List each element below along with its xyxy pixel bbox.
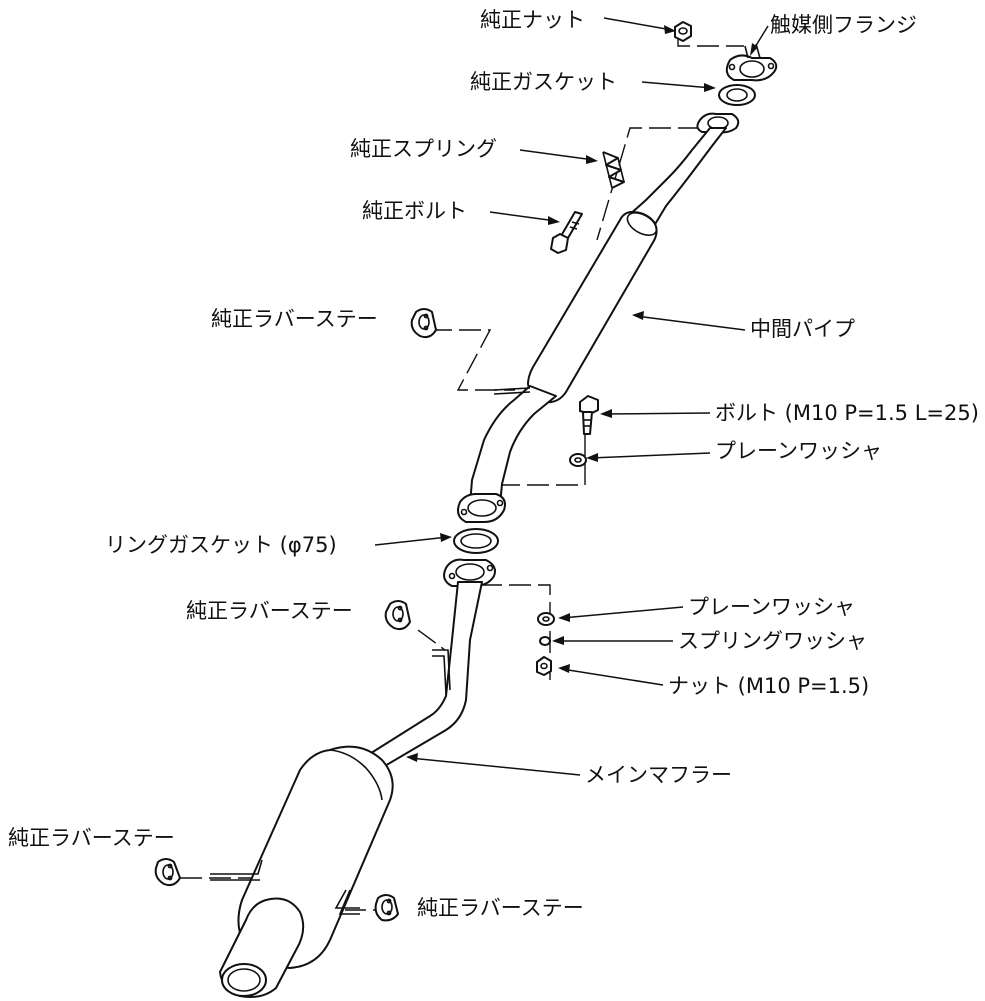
label-bolt-m10: ボルト (M10 P=1.5 L=25): [715, 401, 979, 425]
main-muffler: [210, 558, 496, 998]
catalyst-side-flange: [725, 43, 778, 82]
stock-bolt: [550, 211, 583, 254]
label-plain-washer-1: プレーンワッシャ: [715, 439, 882, 463]
stock-gasket: [718, 84, 756, 106]
label-rubber-stay-4: 純正ラバーステー: [417, 896, 584, 920]
plain-washer-2: [537, 612, 555, 626]
label-stock-bolt: 純正ボルト: [362, 199, 467, 223]
stock-nut: [674, 21, 692, 42]
rubber-stay-3: [154, 858, 181, 887]
label-ring-gasket: リングガスケット (φ75): [105, 533, 337, 557]
rubber-stay-2: [384, 600, 411, 631]
label-stock-gasket: 純正ガスケット: [470, 70, 617, 94]
plain-washer-1: [569, 453, 587, 467]
rubber-stay-1: [410, 308, 437, 339]
leader-lines: [374, 17, 769, 776]
label-spring-washer: スプリングワッシャ: [678, 629, 867, 653]
label-rubber-stay-3: 純正ラバーステー: [8, 826, 175, 850]
bolt-m10: [579, 395, 599, 435]
spring-washer: [539, 636, 551, 646]
label-center-pipe: 中間パイプ: [750, 317, 855, 341]
label-stock-nut: 純正ナット: [480, 8, 585, 32]
center-pipe: [457, 112, 740, 523]
label-plain-washer-2: プレーンワッシャ: [688, 595, 855, 619]
label-rubber-stay-1: 純正ラバーステー: [211, 307, 378, 331]
label-nut-m10: ナット (M10 P=1.5): [668, 674, 869, 698]
assembly-lines: [180, 36, 744, 911]
label-stock-spring: 純正スプリング: [350, 137, 497, 161]
label-catalyst-flange: 触媒側フランジ: [770, 13, 917, 37]
label-main-muffler: メインマフラー: [585, 763, 732, 787]
label-rubber-stay-2: 純正ラバーステー: [186, 599, 353, 623]
ring-gasket-phi75: [453, 528, 499, 554]
nut-m10: [536, 656, 552, 676]
stock-spring: [602, 151, 625, 189]
rubber-stay-4: [374, 894, 399, 922]
